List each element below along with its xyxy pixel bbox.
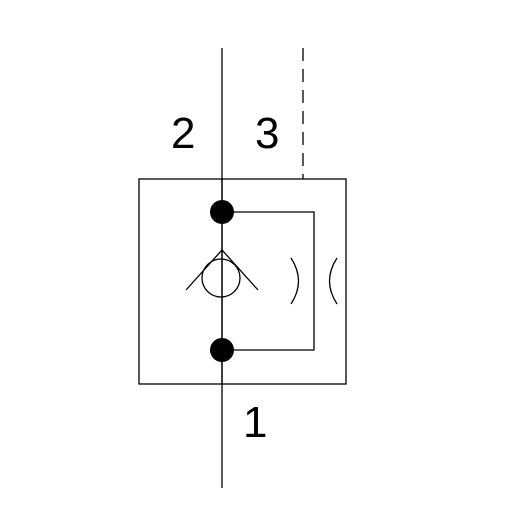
port-label-1: 1	[243, 398, 267, 447]
junction-dot-icon-bottom	[210, 338, 234, 362]
junction-dot-icon-top	[210, 200, 234, 224]
port-label-3: 3	[255, 109, 279, 158]
bypass-branch-line	[222, 211, 315, 351]
check-valve-icon	[185, 249, 259, 298]
check-valve-seat	[185, 249, 259, 291]
orifice-left-arc	[290, 257, 300, 305]
port-label-2: 2	[171, 109, 195, 158]
orifice-right-arc	[328, 257, 338, 305]
valve-body	[138, 178, 347, 385]
orifice-restrictor-icon	[290, 257, 338, 305]
check-valve-ball	[201, 258, 241, 298]
